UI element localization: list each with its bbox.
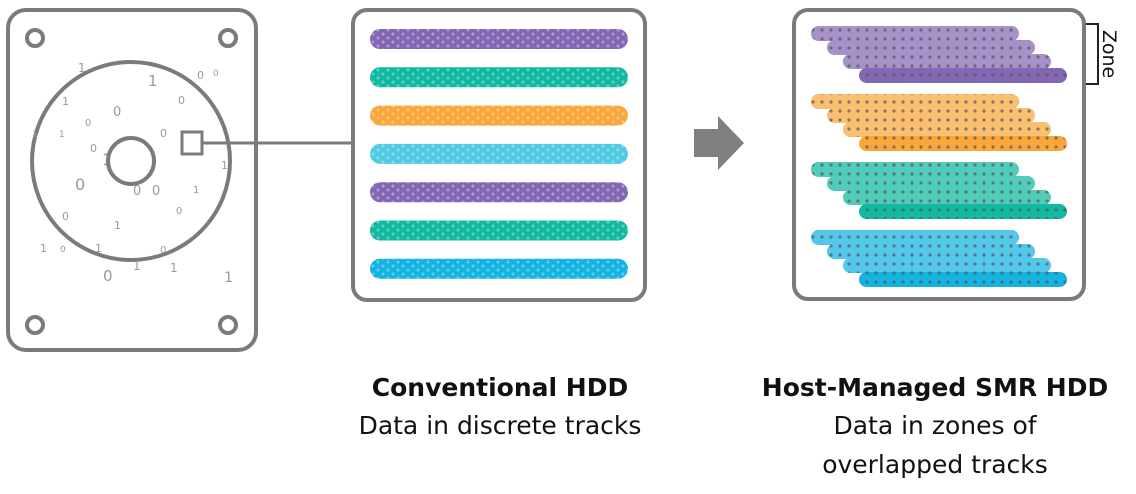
binary-digit: 0 [176,206,182,217]
conventional-track [370,220,628,241]
conventional-tracks [370,29,628,279]
shingled-track [843,122,1051,137]
binary-digit: 0 [160,127,167,140]
shingled-track [827,244,1035,259]
binary-digit: 0 [75,175,85,194]
smr-zone [811,162,1067,219]
binary-digit: 1 [62,95,69,108]
conventional-track [370,105,628,126]
binary-digit: 0 [113,105,121,120]
smr-tracks [811,26,1067,287]
binary-digit: 0 [152,184,160,199]
spindle [106,136,156,186]
screw-bottom-left [25,315,45,335]
binary-digit: 1 [32,130,38,140]
shingled-track [843,190,1051,205]
smr-zone [811,26,1067,83]
hard-drive: 110010011010100010101101101010 [6,8,353,352]
binary-digit: 0 [103,267,113,285]
binary-digit: 1 [95,242,102,255]
smr-subtitle-line2: overlapped tracks [822,450,1048,479]
shingled-track [859,272,1067,287]
shingled-track [859,68,1067,83]
binary-digit: 0 [133,184,141,199]
shingled-track [859,204,1067,219]
screw-bottom-right [218,315,238,335]
shingled-track [811,94,1019,109]
binary-digit: 1 [114,219,121,232]
zone-label: Zone [1098,30,1120,78]
conventional-track [370,29,628,49]
binary-digit: 1 [59,130,65,140]
screw-top-right [218,28,238,48]
binary-digit: 0 [197,69,204,82]
binary-digit: 1 [40,242,47,255]
shingled-track [843,54,1051,69]
conventional-title: Conventional HDD [371,373,629,402]
binary-digit: 1 [224,270,233,286]
binary-digit: 0 [160,245,166,256]
smr-zone [811,230,1067,287]
binary-digit: 1 [133,259,141,273]
shingled-track [843,258,1051,273]
conventional-track [370,143,628,164]
shingled-track [811,26,1019,41]
zone-bracket [1086,23,1099,85]
binary-digit: 0 [62,210,69,223]
binary-digit: 1 [221,159,228,172]
shingled-track [811,162,1019,177]
smr-panel: Zone [792,8,1120,301]
smr-subtitle-line1: Data in zones of [833,411,1037,440]
binary-digit: 1 [148,72,158,90]
shingled-track [859,136,1067,151]
shingled-track [827,176,1035,191]
smr-zone [811,94,1067,151]
binary-digit: 1 [78,61,86,75]
conventional-track [370,182,628,203]
conventional-track [370,258,628,279]
conventional-track [370,67,628,88]
smr-caption: Host-Managed SMR HDD Data in zones of ov… [740,370,1130,484]
binary-digit: 0 [90,142,97,155]
binary-digit: 0 [213,69,219,79]
binary-digit: 1 [193,185,199,196]
screw-top-left [25,28,45,48]
binary-digit: 0 [85,118,91,129]
conventional-subtitle: Data in discrete tracks [358,411,642,440]
conventional-panel [351,8,647,302]
binary-digit: 0 [60,245,66,255]
shingled-track [811,230,1019,245]
zoom-square [180,130,204,156]
binary-digit: 0 [178,94,185,107]
binary-digit: 1 [170,261,178,275]
arrow-icon [694,116,744,170]
shingled-track [827,40,1035,55]
conventional-caption: Conventional HDD Data in discrete tracks [320,370,680,445]
smr-title: Host-Managed SMR HDD [761,373,1109,402]
shingled-track [827,108,1035,123]
